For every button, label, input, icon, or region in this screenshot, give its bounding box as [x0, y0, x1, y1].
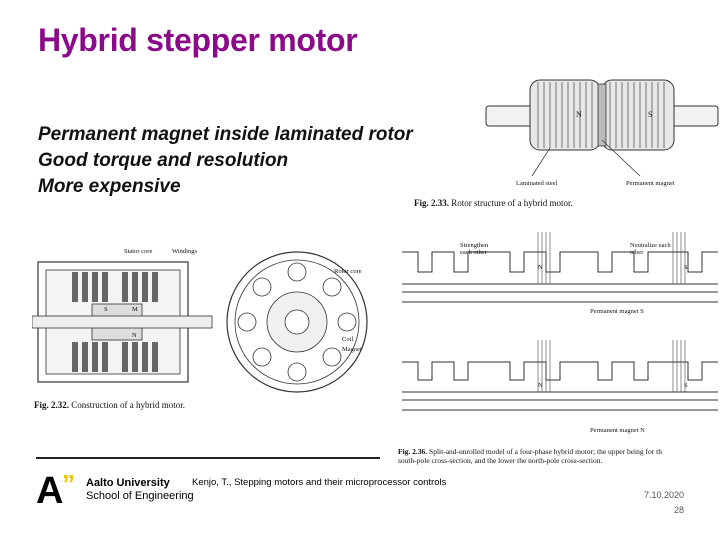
source-reference: Kenjo, T., Stepping motors and their mic…	[192, 477, 447, 488]
rotor-structure-figure: N S Laminated steel Permanent magnet Fig…	[414, 70, 720, 215]
pole-label-n-lower: N	[538, 382, 543, 389]
construction-figure: Stator core Windings Rotor core Coil Mag…	[31, 242, 392, 417]
logo-mark: A	[36, 470, 64, 512]
slide-title: Hybrid stepper motor	[38, 22, 358, 58]
neutralize-label: Neutralize each other	[630, 242, 671, 256]
bullet-item: Good torque and resolution	[38, 150, 289, 171]
permanent-magnet-label: Permanent magnet	[626, 180, 675, 187]
pole-label-s-upper: S	[684, 264, 688, 271]
magnet-n-label: Permanent magnet N	[590, 427, 645, 434]
caption-number: Fig. 2.36.	[398, 447, 428, 456]
bullet-item: Permanent magnet inside laminated rotor	[38, 124, 413, 145]
magnet-label: Magnet	[342, 346, 362, 353]
bullet-item: More expensive	[38, 176, 181, 197]
caption-line-1: Split-and-unrolled model of a four-phase…	[429, 447, 662, 456]
caption-number: Fig. 2.33.	[414, 198, 449, 208]
unrolled-model-figure: Strengthen each other Neutralize each ot…	[398, 222, 720, 472]
university-name: Aalto University	[86, 477, 170, 489]
magnet-s-label: Permanent magnet S	[590, 308, 644, 315]
caption-text: Construction of a hybrid motor.	[71, 400, 185, 410]
pole-label-s: S	[104, 306, 108, 313]
slide-date: 7.10.2020	[643, 490, 684, 500]
caption-number: Fig. 2.32.	[34, 400, 69, 410]
fig-2-32-caption: Fig. 2.32. Construction of a hybrid moto…	[34, 400, 185, 410]
laminated-steel-label: Laminated steel	[516, 180, 558, 187]
pole-label-m: M	[132, 306, 138, 313]
fig-2-33-caption: Fig. 2.33. Rotor structure of a hybrid m…	[414, 198, 573, 208]
pole-label-n-upper: N	[538, 264, 543, 271]
rotor-core-label: Rotor core	[334, 268, 362, 275]
logo-quote: ”	[62, 469, 75, 499]
strengthen-label: Strengthen each other	[460, 242, 489, 256]
unrolled-model-drawing	[402, 232, 718, 411]
pole-label-n: N	[576, 110, 582, 119]
caption-line-2: south-pole cross-section, and the lower …	[398, 456, 603, 465]
fig-2-36-caption: Fig. 2.36. Split-and-unrolled model of a…	[398, 447, 720, 465]
page-number: 28	[673, 505, 684, 515]
pole-label-s-lower: S	[684, 382, 688, 389]
coil-label: Coil	[342, 336, 354, 343]
rotor-structure-drawing	[485, 79, 719, 177]
construction-drawing	[31, 251, 368, 393]
caption-text: Rotor structure of a hybrid motor.	[451, 198, 573, 208]
bullet-list: Permanent magnet inside laminated rotor …	[38, 122, 413, 200]
stator-core-label: Stator core	[124, 248, 153, 255]
school-name: School of Engineering	[86, 490, 194, 502]
pole-label-n: N	[132, 332, 137, 339]
pole-label-s: S	[648, 110, 653, 119]
windings-label: Windings	[172, 248, 198, 255]
footer-divider	[36, 457, 380, 459]
